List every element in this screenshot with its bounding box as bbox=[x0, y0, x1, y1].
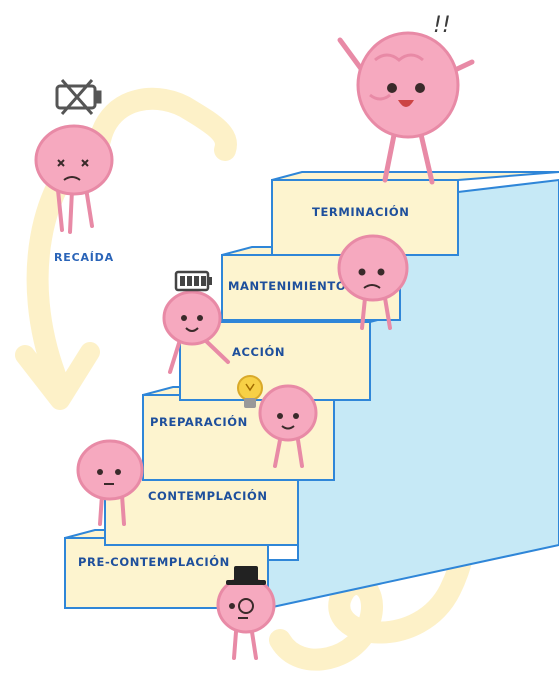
step-tread bbox=[272, 172, 559, 180]
stage-label-4: ACCIÓN bbox=[232, 344, 285, 359]
stage-label-1: PRE-CONTEMPLACIÓN bbox=[78, 554, 230, 569]
empty-battery-icon bbox=[57, 80, 100, 114]
stage-label-5: MANTENIMIENTO bbox=[228, 279, 346, 293]
brain-precontemplacion bbox=[218, 578, 274, 658]
exclamation-marks: !! bbox=[433, 13, 451, 38]
stage-label-3: PREPARACIÓN bbox=[150, 414, 248, 429]
stage-label-6: TERMINACIÓN bbox=[312, 204, 410, 219]
relapse-label: RECAÍDA bbox=[54, 251, 114, 264]
brain-top-happy bbox=[340, 33, 472, 182]
stage-label-2: CONTEMPLACIÓN bbox=[148, 488, 268, 503]
full-battery-icon bbox=[176, 272, 212, 290]
